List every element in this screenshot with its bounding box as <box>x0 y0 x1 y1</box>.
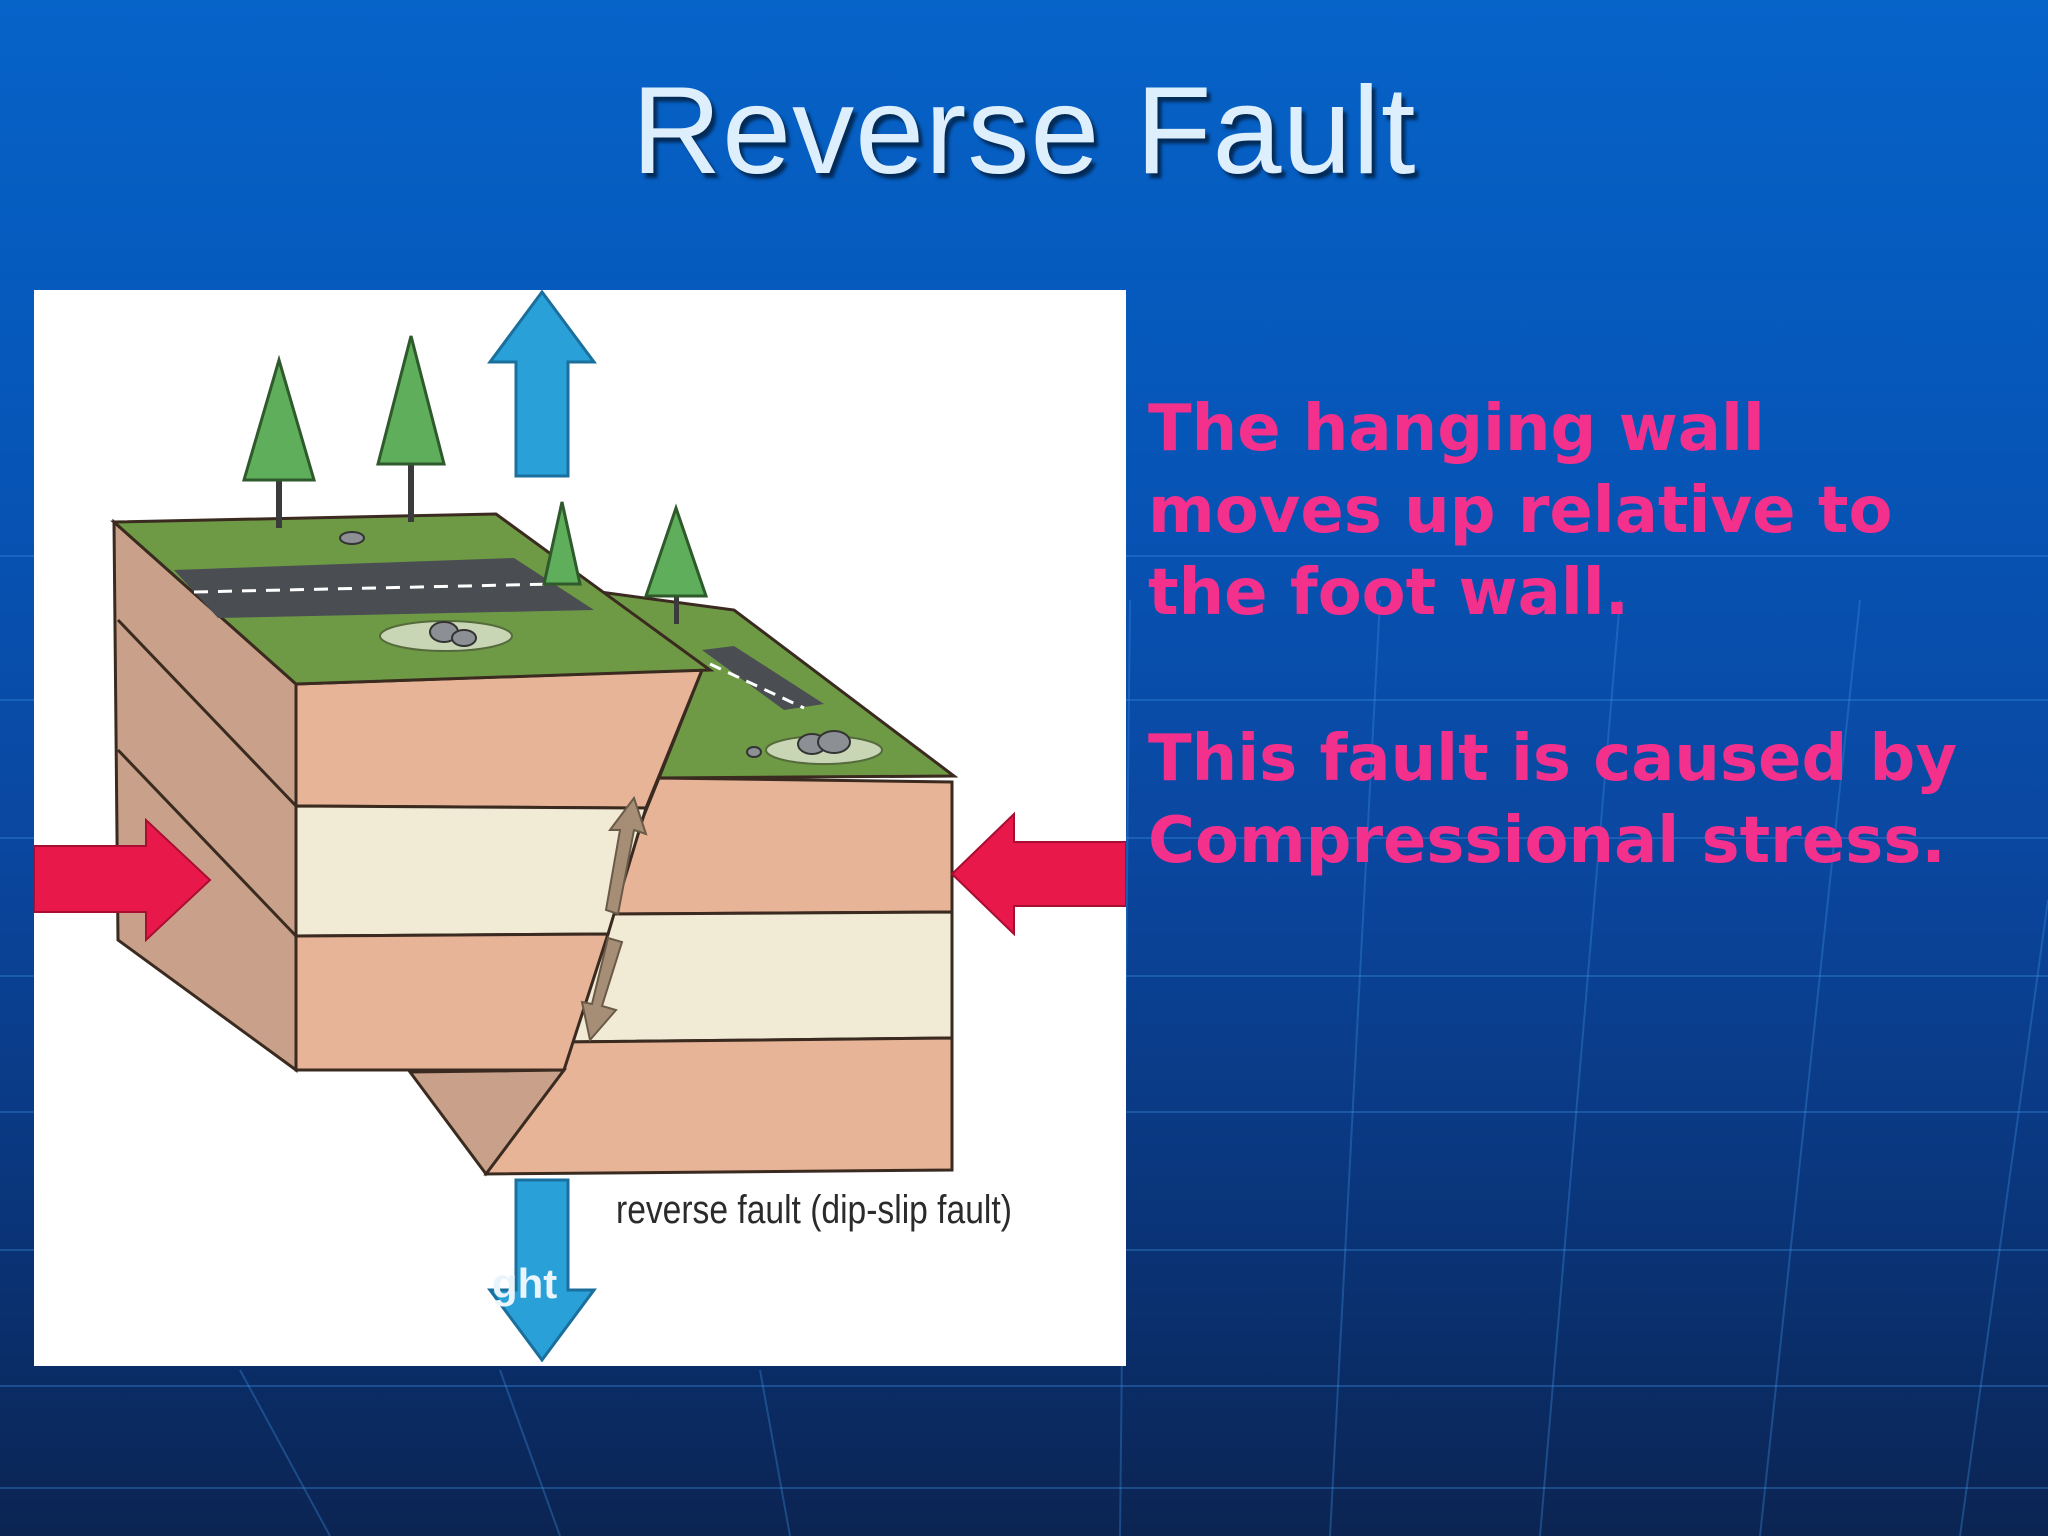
arrow-up-icon <box>487 290 597 478</box>
figure-caption: reverse fault (dip-slip fault) <box>616 1188 1012 1232</box>
slide-title: Reverse Fault <box>631 62 1417 200</box>
footwall-layer-top <box>601 776 954 916</box>
tree-icon <box>542 501 582 586</box>
hangingwall-wedge <box>407 1068 568 1177</box>
slip-arrow-up <box>604 795 648 916</box>
hangingwall-layer-cream <box>294 804 649 938</box>
compressional-stress-description: This fault is caused by Compressional st… <box>1148 722 1958 878</box>
compression-arrow-right-icon <box>950 811 1126 937</box>
hangingwall-road <box>174 558 594 618</box>
hanging-wall-description: The hanging wall moves up relative to th… <box>1148 392 1893 630</box>
hangingwall-layer-bottom <box>294 932 611 1072</box>
fault-block-illustration <box>34 290 1126 1363</box>
tree-icon <box>643 503 709 624</box>
tree-icon <box>242 354 316 528</box>
partial-label-text: ght <box>492 1260 558 1307</box>
compression-arrow-left-icon <box>34 817 212 943</box>
slip-arrow-down <box>580 936 624 1043</box>
tree-icon <box>376 335 446 522</box>
hangingwall-layer-top <box>294 668 705 810</box>
footwall-layer-cream <box>559 910 954 1044</box>
reverse-fault-diagram: reverse fault (dip-slip fault) ght <box>34 290 1126 1366</box>
arrow-down-icon <box>487 1178 597 1363</box>
footwall-road <box>702 646 824 710</box>
